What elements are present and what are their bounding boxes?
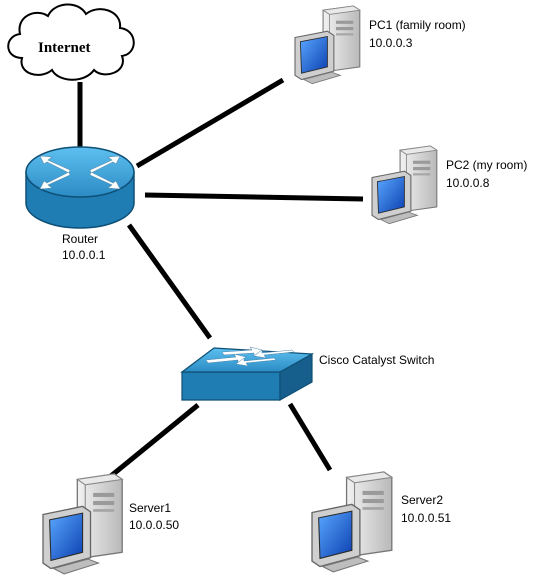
router-ip: 10.0.0.1 bbox=[62, 248, 106, 262]
router-icon bbox=[25, 146, 135, 229]
pc2-label: PC2 (my room) bbox=[446, 158, 528, 172]
link-router-switch bbox=[126, 223, 213, 340]
cloud-icon bbox=[7, 3, 135, 81]
links bbox=[77, 77, 364, 482]
internet-label: Internet bbox=[38, 40, 91, 56]
server1-server-icon bbox=[42, 473, 123, 575]
server1-ip: 10.0.0.50 bbox=[129, 518, 180, 532]
switch-label: Cisco Catalyst Switch bbox=[319, 353, 435, 367]
pc1-label: PC1 (family room) bbox=[369, 18, 466, 32]
link-switch-server1 bbox=[104, 403, 200, 482]
pc2-ip: 10.0.0.8 bbox=[446, 176, 490, 190]
server2-server-icon bbox=[311, 471, 393, 573]
link-router-pc2 bbox=[144, 192, 364, 202]
pc2-computer-icon bbox=[371, 145, 438, 225]
switch-icon bbox=[180, 346, 315, 402]
router-label: Router bbox=[62, 232, 99, 246]
pc1-ip: 10.0.0.3 bbox=[369, 36, 413, 50]
pc1-computer-icon bbox=[294, 5, 361, 85]
link-switch-server2 bbox=[287, 402, 333, 472]
server2-label: Server2 bbox=[401, 493, 444, 507]
link-router-pc1 bbox=[135, 77, 285, 169]
server1-label: Server1 bbox=[129, 501, 172, 515]
server2-ip: 10.0.0.51 bbox=[401, 511, 452, 525]
